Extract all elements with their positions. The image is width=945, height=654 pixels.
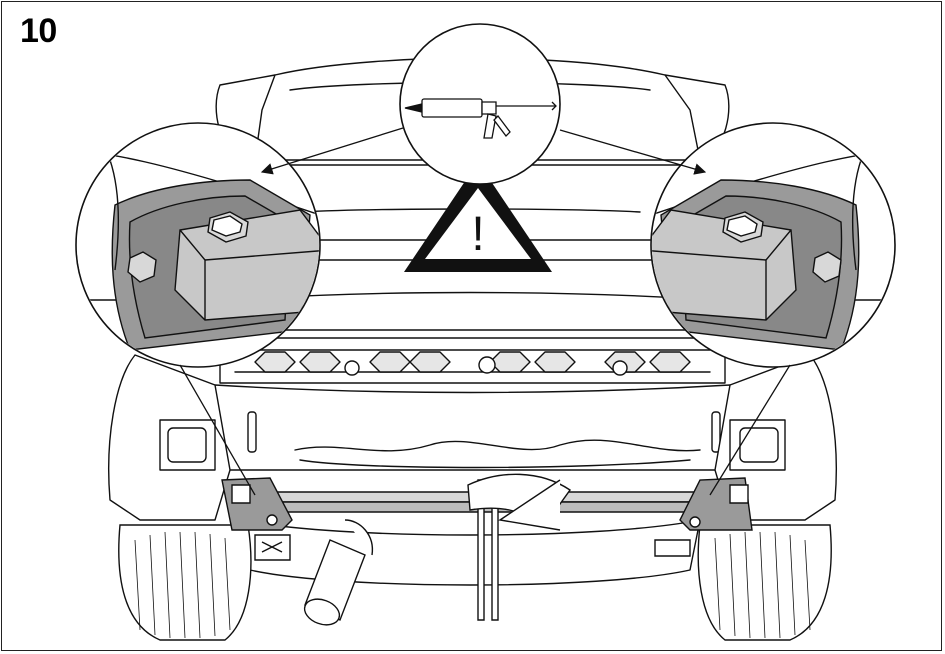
bumper-reinforcement-grid (220, 338, 725, 383)
left-wheel (119, 525, 251, 640)
right-mounting-bracket (655, 478, 752, 556)
right-leader-line (710, 365, 790, 495)
left-mounting-bracket (222, 478, 292, 560)
sealant-gun-icon (405, 99, 556, 138)
step-number: 10 (20, 12, 57, 50)
right-detail-callout (641, 123, 911, 367)
left-leader-line (180, 365, 255, 495)
left-detail-callout (60, 123, 330, 367)
warning-exclamation: ! (471, 208, 484, 261)
exhaust-pipe (301, 520, 372, 629)
warning-triangle-icon: ! (404, 162, 552, 272)
tow-bar-neck (468, 474, 570, 620)
left-pointer-arrow (260, 128, 403, 175)
sealant-gun-callout (400, 24, 560, 184)
callout-leader-lines (180, 128, 790, 495)
right-wheel (698, 525, 831, 640)
right-pointer-arrow (560, 130, 707, 175)
